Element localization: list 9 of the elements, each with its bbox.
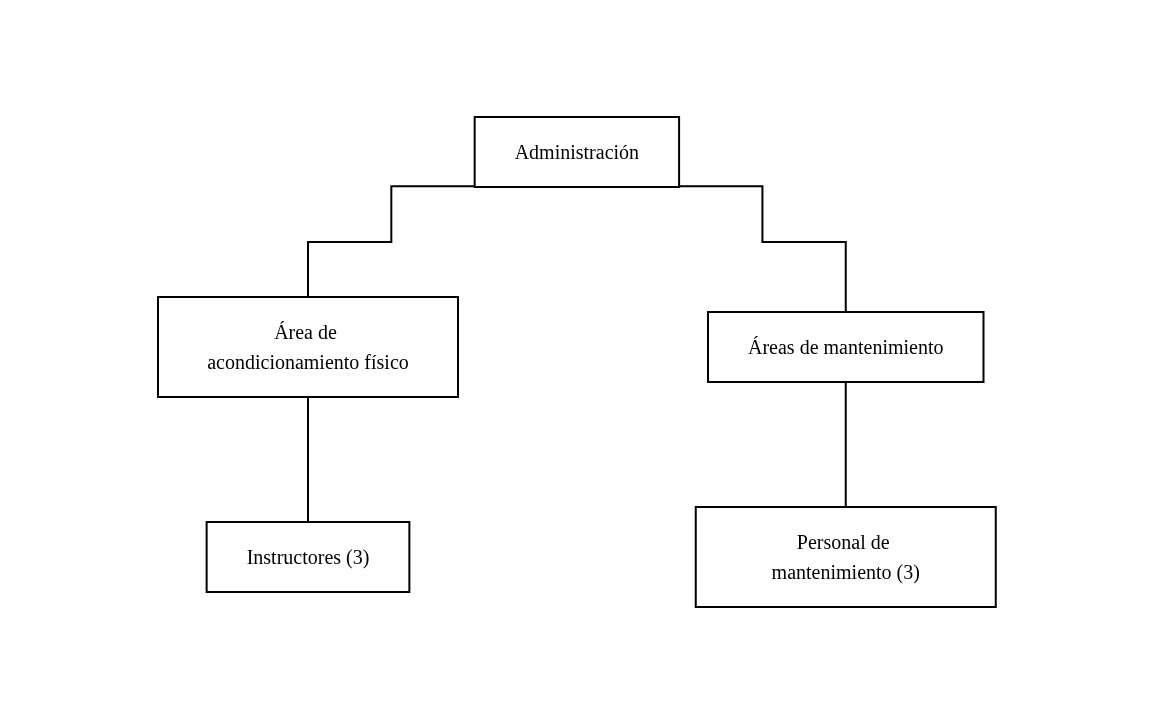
node-box: Instructores (3) (205, 521, 410, 593)
node-box: Administración (473, 116, 680, 188)
connector (306, 185, 476, 298)
node-box: Áreas de mantenimiento (706, 311, 985, 383)
connector (306, 396, 309, 523)
node-box: Área de acondicionamiento físico (156, 296, 459, 398)
connector (844, 381, 847, 508)
node-box: Personal de mantenimiento (3) (694, 506, 997, 608)
connector (677, 185, 847, 313)
